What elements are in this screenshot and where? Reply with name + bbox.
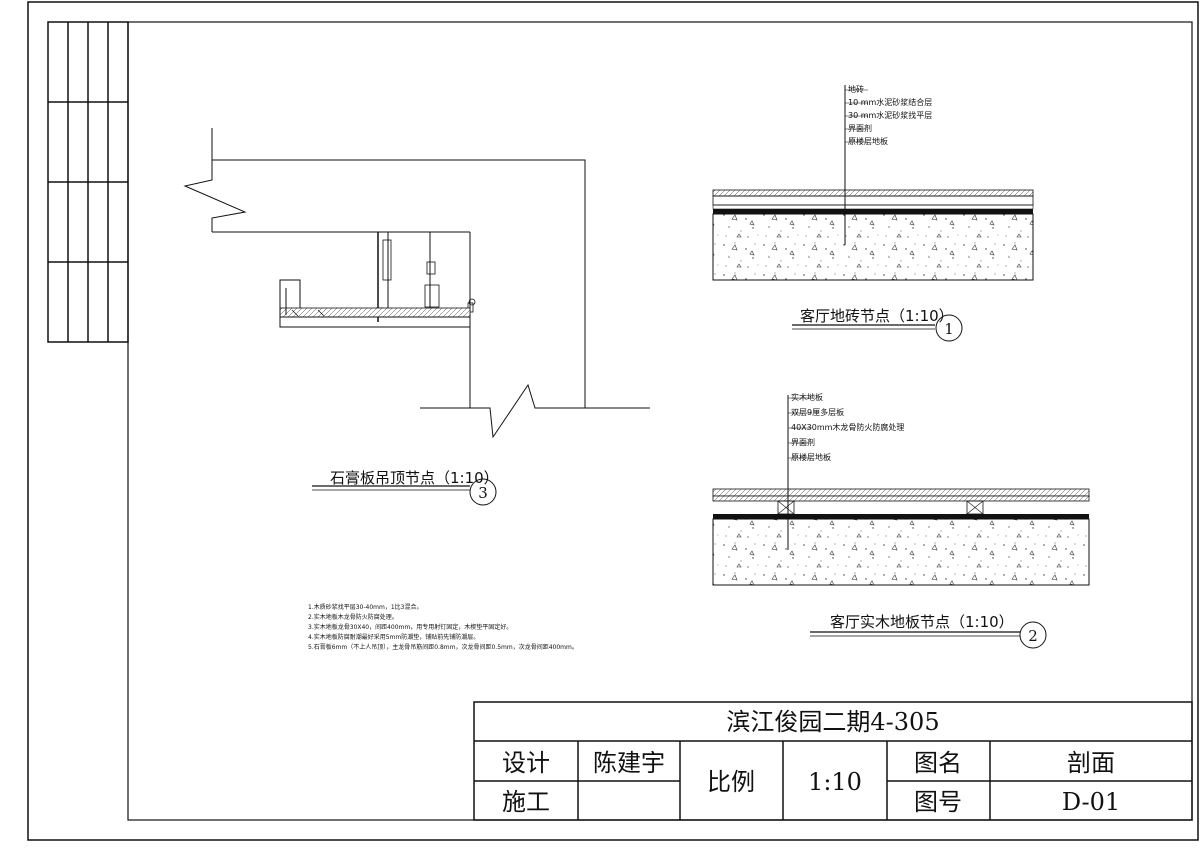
drawing-no-label: 图号 bbox=[914, 788, 962, 816]
wood-detail-number: 2 bbox=[1028, 627, 1038, 645]
title-block bbox=[473, 701, 1193, 821]
ceiling-detail bbox=[183, 128, 650, 439]
tile-layer-3: 30 mm水泥砂浆找平层 bbox=[848, 110, 932, 120]
tile-detail-number: 1 bbox=[944, 320, 954, 338]
scale-value: 1:10 bbox=[808, 768, 862, 796]
designer-name: 陈建宇 bbox=[593, 749, 665, 777]
scale-label: 比例 bbox=[707, 768, 755, 796]
tile-layer-5: 原楼层地板 bbox=[848, 136, 888, 146]
sheet-border bbox=[27, 1, 1199, 841]
tile-layer-2: 10 mm水泥砂浆结合层 bbox=[848, 97, 932, 107]
note-2: 2.实木地板木龙骨防火防腐处理。 bbox=[308, 613, 398, 621]
note-1: 1.木质砂浆找平层30-40mm，1比3混合。 bbox=[308, 603, 422, 611]
note-5: 5.石膏板6mm（不上人吊顶），主龙骨吊筋间距0.8mm，次龙骨间距0.5mm，… bbox=[308, 643, 578, 651]
wood-layer-3: 40X30mm木龙骨防火防腐处理 bbox=[791, 422, 904, 432]
design-label: 设计 bbox=[502, 749, 550, 777]
wood-detail-bubble bbox=[1019, 621, 1047, 649]
note-3: 3.实木地板龙骨30X40，间距400mm，用专用射钉固定，木楔垫平固定好。 bbox=[308, 623, 512, 631]
ceiling-detail-bubble bbox=[469, 478, 497, 506]
construction-label: 施工 bbox=[502, 788, 550, 816]
revision-grid bbox=[47, 21, 129, 343]
tile-detail-bubble bbox=[935, 314, 963, 342]
ceiling-detail-number: 3 bbox=[478, 484, 488, 502]
wood-layer-4: 界面剂 bbox=[791, 437, 815, 447]
tile-detail-title: 客厅地砖节点（1:10） bbox=[800, 307, 954, 325]
project-name: 滨江俊园二期4-305 bbox=[726, 708, 939, 736]
wood-layer-5: 原楼层地板 bbox=[791, 452, 831, 462]
tile-layer-1: 地砖 bbox=[848, 84, 864, 94]
drawing-name: 剖面 bbox=[1067, 749, 1115, 777]
drawing-number: D-01 bbox=[1062, 788, 1120, 816]
wood-detail-title: 客厅实木地板节点（1:10） bbox=[830, 613, 1014, 631]
tile-floor-detail bbox=[712, 85, 1034, 281]
wood-floor-detail bbox=[712, 395, 1090, 586]
wood-layer-1: 实木地板 bbox=[791, 392, 823, 402]
ceiling-detail-title: 石膏板吊顶节点（1:10） bbox=[330, 469, 499, 487]
note-4: 4.实木地板防腐耐潮最好采用5mm防潮垫，铺贴前先铺防潮层。 bbox=[308, 633, 479, 641]
tile-layer-4: 界面剂 bbox=[848, 123, 872, 133]
drawing-name-label: 图名 bbox=[914, 749, 962, 777]
wood-layer-2: 双层9厘多层板 bbox=[791, 407, 844, 417]
